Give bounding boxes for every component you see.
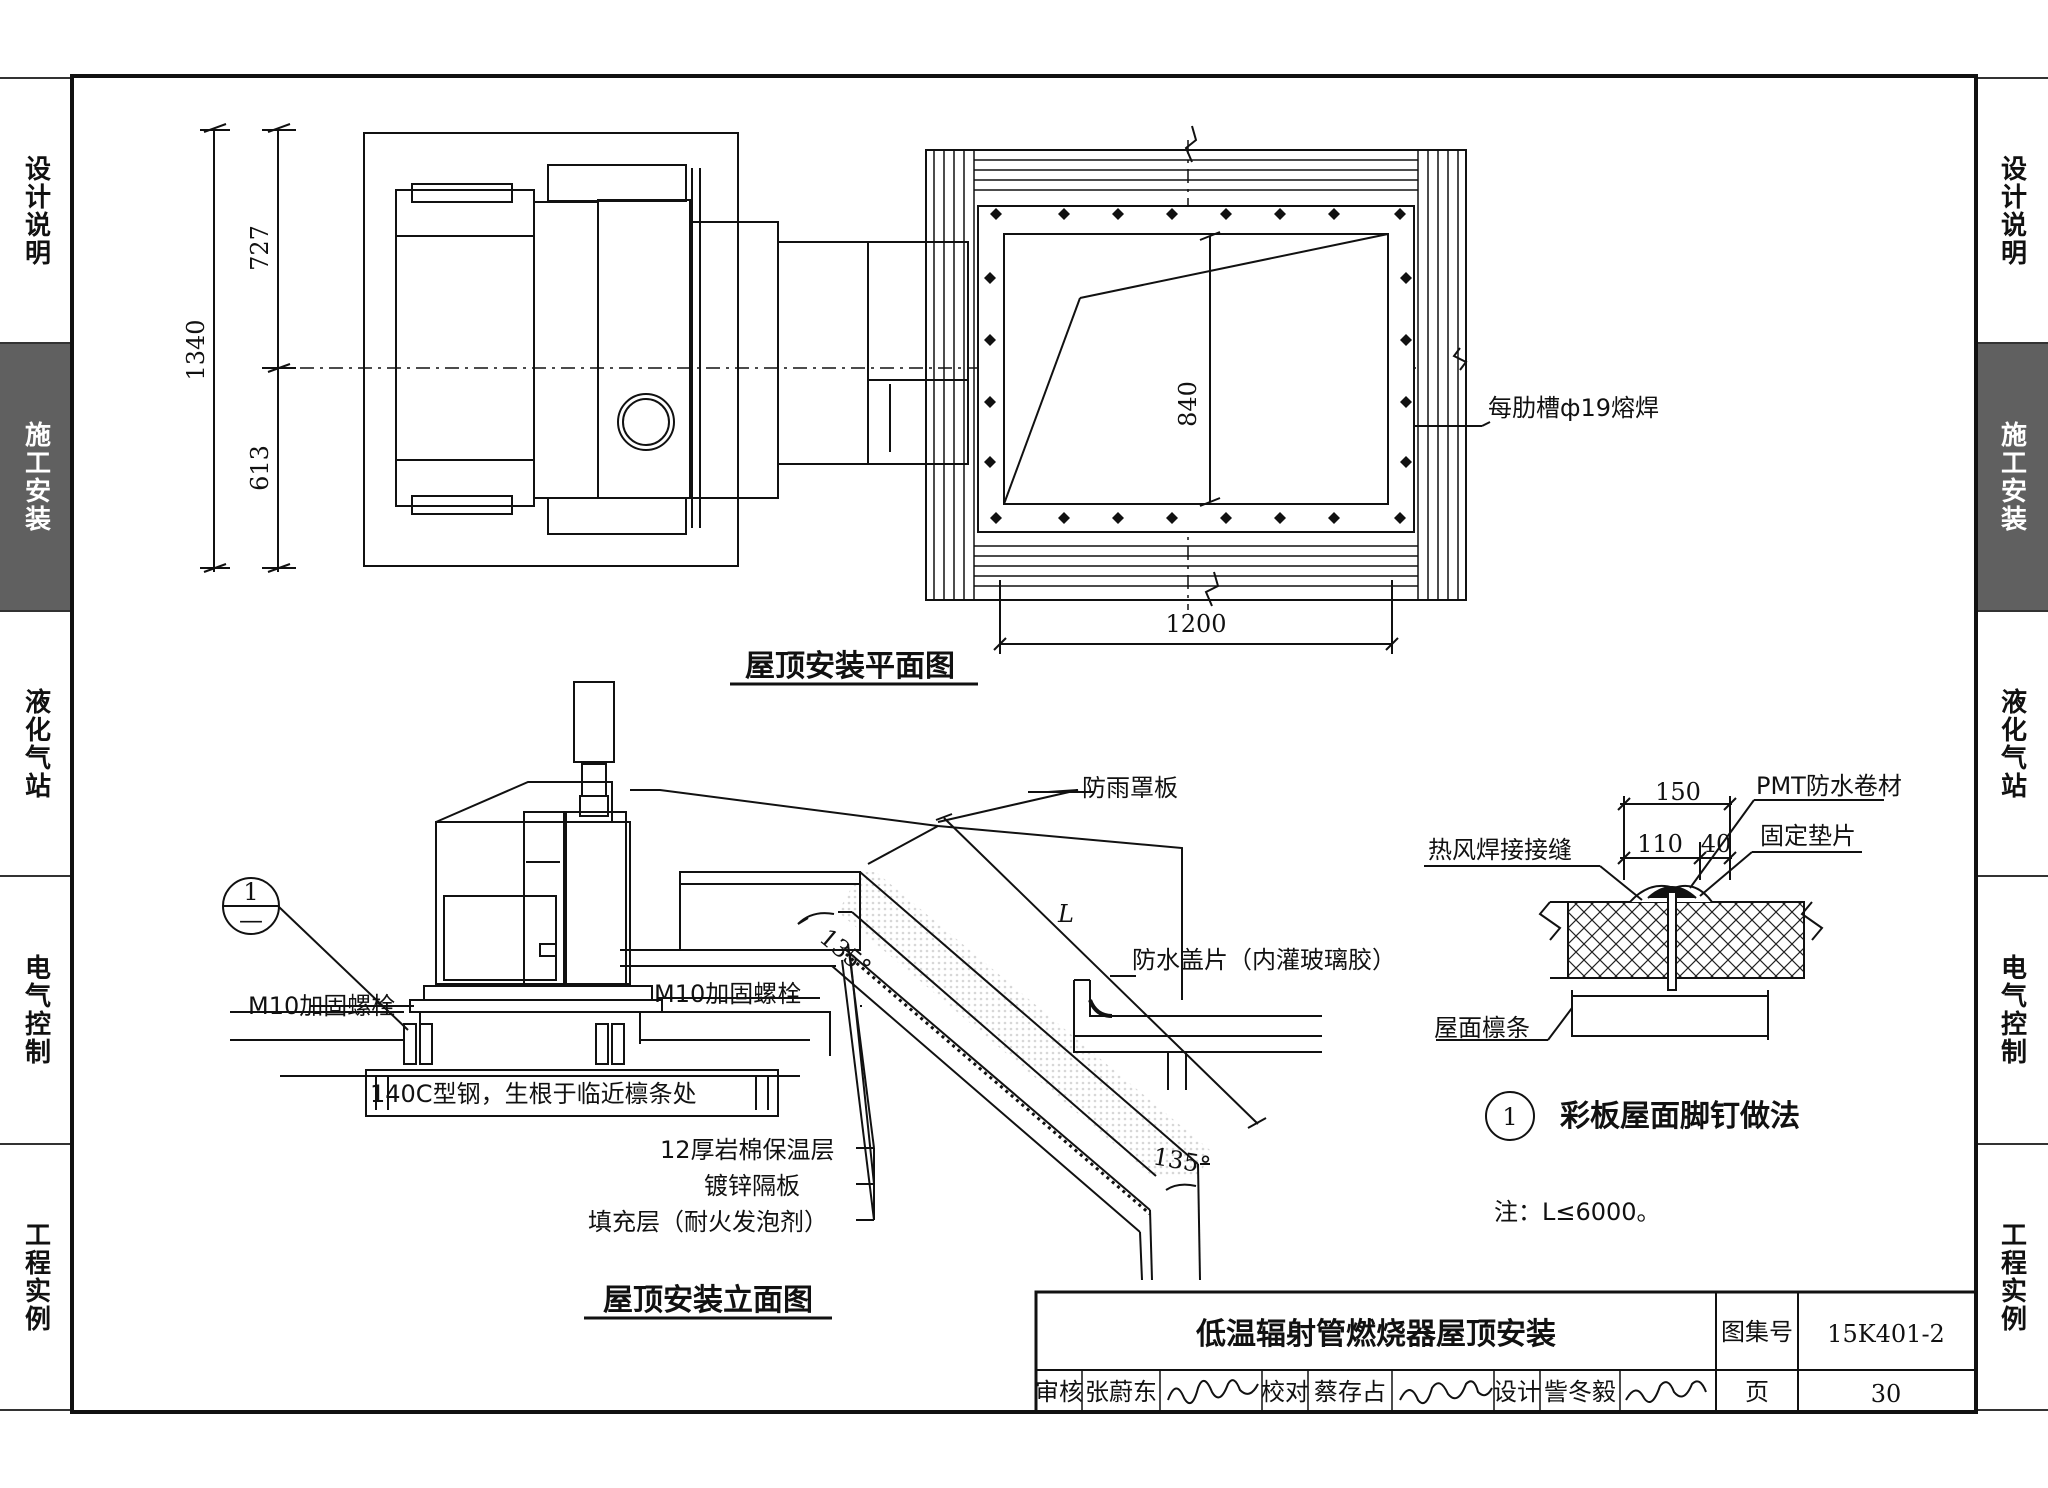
detail-1 bbox=[1424, 796, 1884, 1141]
side-tab-label: 施工安装 bbox=[1996, 421, 2027, 533]
side-tab-design-left[interactable]: 设计说明 bbox=[0, 78, 72, 343]
plan-view-title: 屋顶安装平面图 bbox=[745, 649, 955, 684]
detail-title: 彩板屋面脚钉做法 bbox=[1560, 1099, 1800, 1134]
side-tab-label: 施工安装 bbox=[20, 421, 51, 533]
side-tab-label: 液化气站 bbox=[20, 687, 51, 800]
checker-name: 蔡存占 bbox=[1314, 1378, 1386, 1406]
side-tab-examples-right[interactable]: 工程实例 bbox=[1976, 1144, 2048, 1410]
check-label: 校对 bbox=[1261, 1378, 1309, 1406]
label-bolt-right: M10加固螺栓 bbox=[654, 980, 801, 1008]
side-tab-lpg-right[interactable]: 液化气站 bbox=[1976, 611, 2048, 876]
sheet-frame bbox=[70, 74, 1978, 1414]
designer-name: 訾冬毅 bbox=[1544, 1378, 1616, 1406]
label-seam: 热风焊接接缝 bbox=[1428, 836, 1572, 864]
label-channel-steel: 140C型钢，生根于临近檩条处 bbox=[370, 1080, 697, 1108]
label-length: L bbox=[1057, 900, 1074, 928]
label-purlin: 屋面檩条 bbox=[1434, 1014, 1530, 1042]
detail-number: 1 bbox=[1502, 1103, 1517, 1131]
side-strip-lines bbox=[0, 77, 2048, 1411]
side-tab-label: 工程实例 bbox=[20, 1221, 51, 1333]
dim-upper: 727 bbox=[246, 225, 274, 271]
plan-view bbox=[200, 123, 1491, 654]
note-text: 注：L≤6000。 bbox=[1494, 1198, 1661, 1226]
weld-note: 每肋槽ф19熔焊 bbox=[1488, 394, 1659, 422]
detail-dim-total: 150 bbox=[1655, 778, 1701, 806]
dim-opening-width: 1200 bbox=[1165, 610, 1226, 638]
label-pad: 固定垫片 bbox=[1760, 822, 1856, 850]
side-tab-label: 设计说明 bbox=[20, 154, 51, 267]
page-number: 30 bbox=[1871, 1380, 1902, 1408]
dim-opening-height: 840 bbox=[1174, 381, 1202, 427]
side-tab-label: 工程实例 bbox=[1996, 1221, 2027, 1333]
side-tab-electrical-left[interactable]: 电气控制 bbox=[0, 876, 72, 1144]
side-tab-label: 电气控制 bbox=[20, 954, 51, 1066]
atlas-number: 15K401-2 bbox=[1827, 1320, 1945, 1348]
label-partition: 镀锌隔板 bbox=[704, 1172, 800, 1200]
label-bolt-left: M10加固螺栓 bbox=[248, 992, 395, 1020]
side-tab-lpg-left[interactable]: 液化气站 bbox=[0, 611, 72, 876]
drawing-title: 低温辐射管燃烧器屋顶安装 bbox=[1195, 1317, 1556, 1352]
side-tab-design-right[interactable]: 设计说明 bbox=[1976, 78, 2048, 343]
detail-dim-a: 110 bbox=[1637, 830, 1683, 858]
design-label: 设计 bbox=[1493, 1378, 1541, 1406]
detail-ref-sheet: — bbox=[239, 906, 263, 934]
dim-total: 1340 bbox=[182, 319, 210, 380]
detail-ref-number: 1 bbox=[243, 878, 258, 906]
label-membrane: PMT防水卷材 bbox=[1756, 772, 1902, 800]
dim-lower: 613 bbox=[246, 445, 274, 491]
label-filler: 填充层（耐火发泡剂） bbox=[588, 1208, 828, 1236]
title-block bbox=[1034, 1290, 1978, 1414]
label-waterproof-cover: 防水盖片（内灌玻璃胶） bbox=[1132, 946, 1396, 974]
side-tab-label: 电气控制 bbox=[1996, 954, 2027, 1066]
side-tab-label: 液化气站 bbox=[1996, 687, 2027, 800]
elevation-view-title: 屋顶安装立面图 bbox=[603, 1283, 813, 1318]
side-tab-examples-left[interactable]: 工程实例 bbox=[0, 1144, 72, 1410]
detail-dim-b: 40 bbox=[1701, 830, 1732, 858]
page-label: 页 bbox=[1745, 1378, 1769, 1406]
label-insulation: 12厚岩棉保温层 bbox=[660, 1136, 835, 1164]
review-label: 审核 bbox=[1035, 1378, 1083, 1406]
side-tab-electrical-right[interactable]: 电气控制 bbox=[1976, 876, 2048, 1144]
elevation-view bbox=[222, 681, 1322, 1281]
reviewer-name: 张蔚东 bbox=[1085, 1378, 1157, 1406]
side-tab-construction-left[interactable]: 施工安装 bbox=[0, 343, 72, 611]
side-tab-construction-right[interactable]: 施工安装 bbox=[1976, 343, 2048, 611]
atlas-label: 图集号 bbox=[1721, 1318, 1793, 1346]
side-tab-label: 设计说明 bbox=[1996, 154, 2027, 267]
label-rain-cover: 防雨罩板 bbox=[1082, 774, 1178, 802]
